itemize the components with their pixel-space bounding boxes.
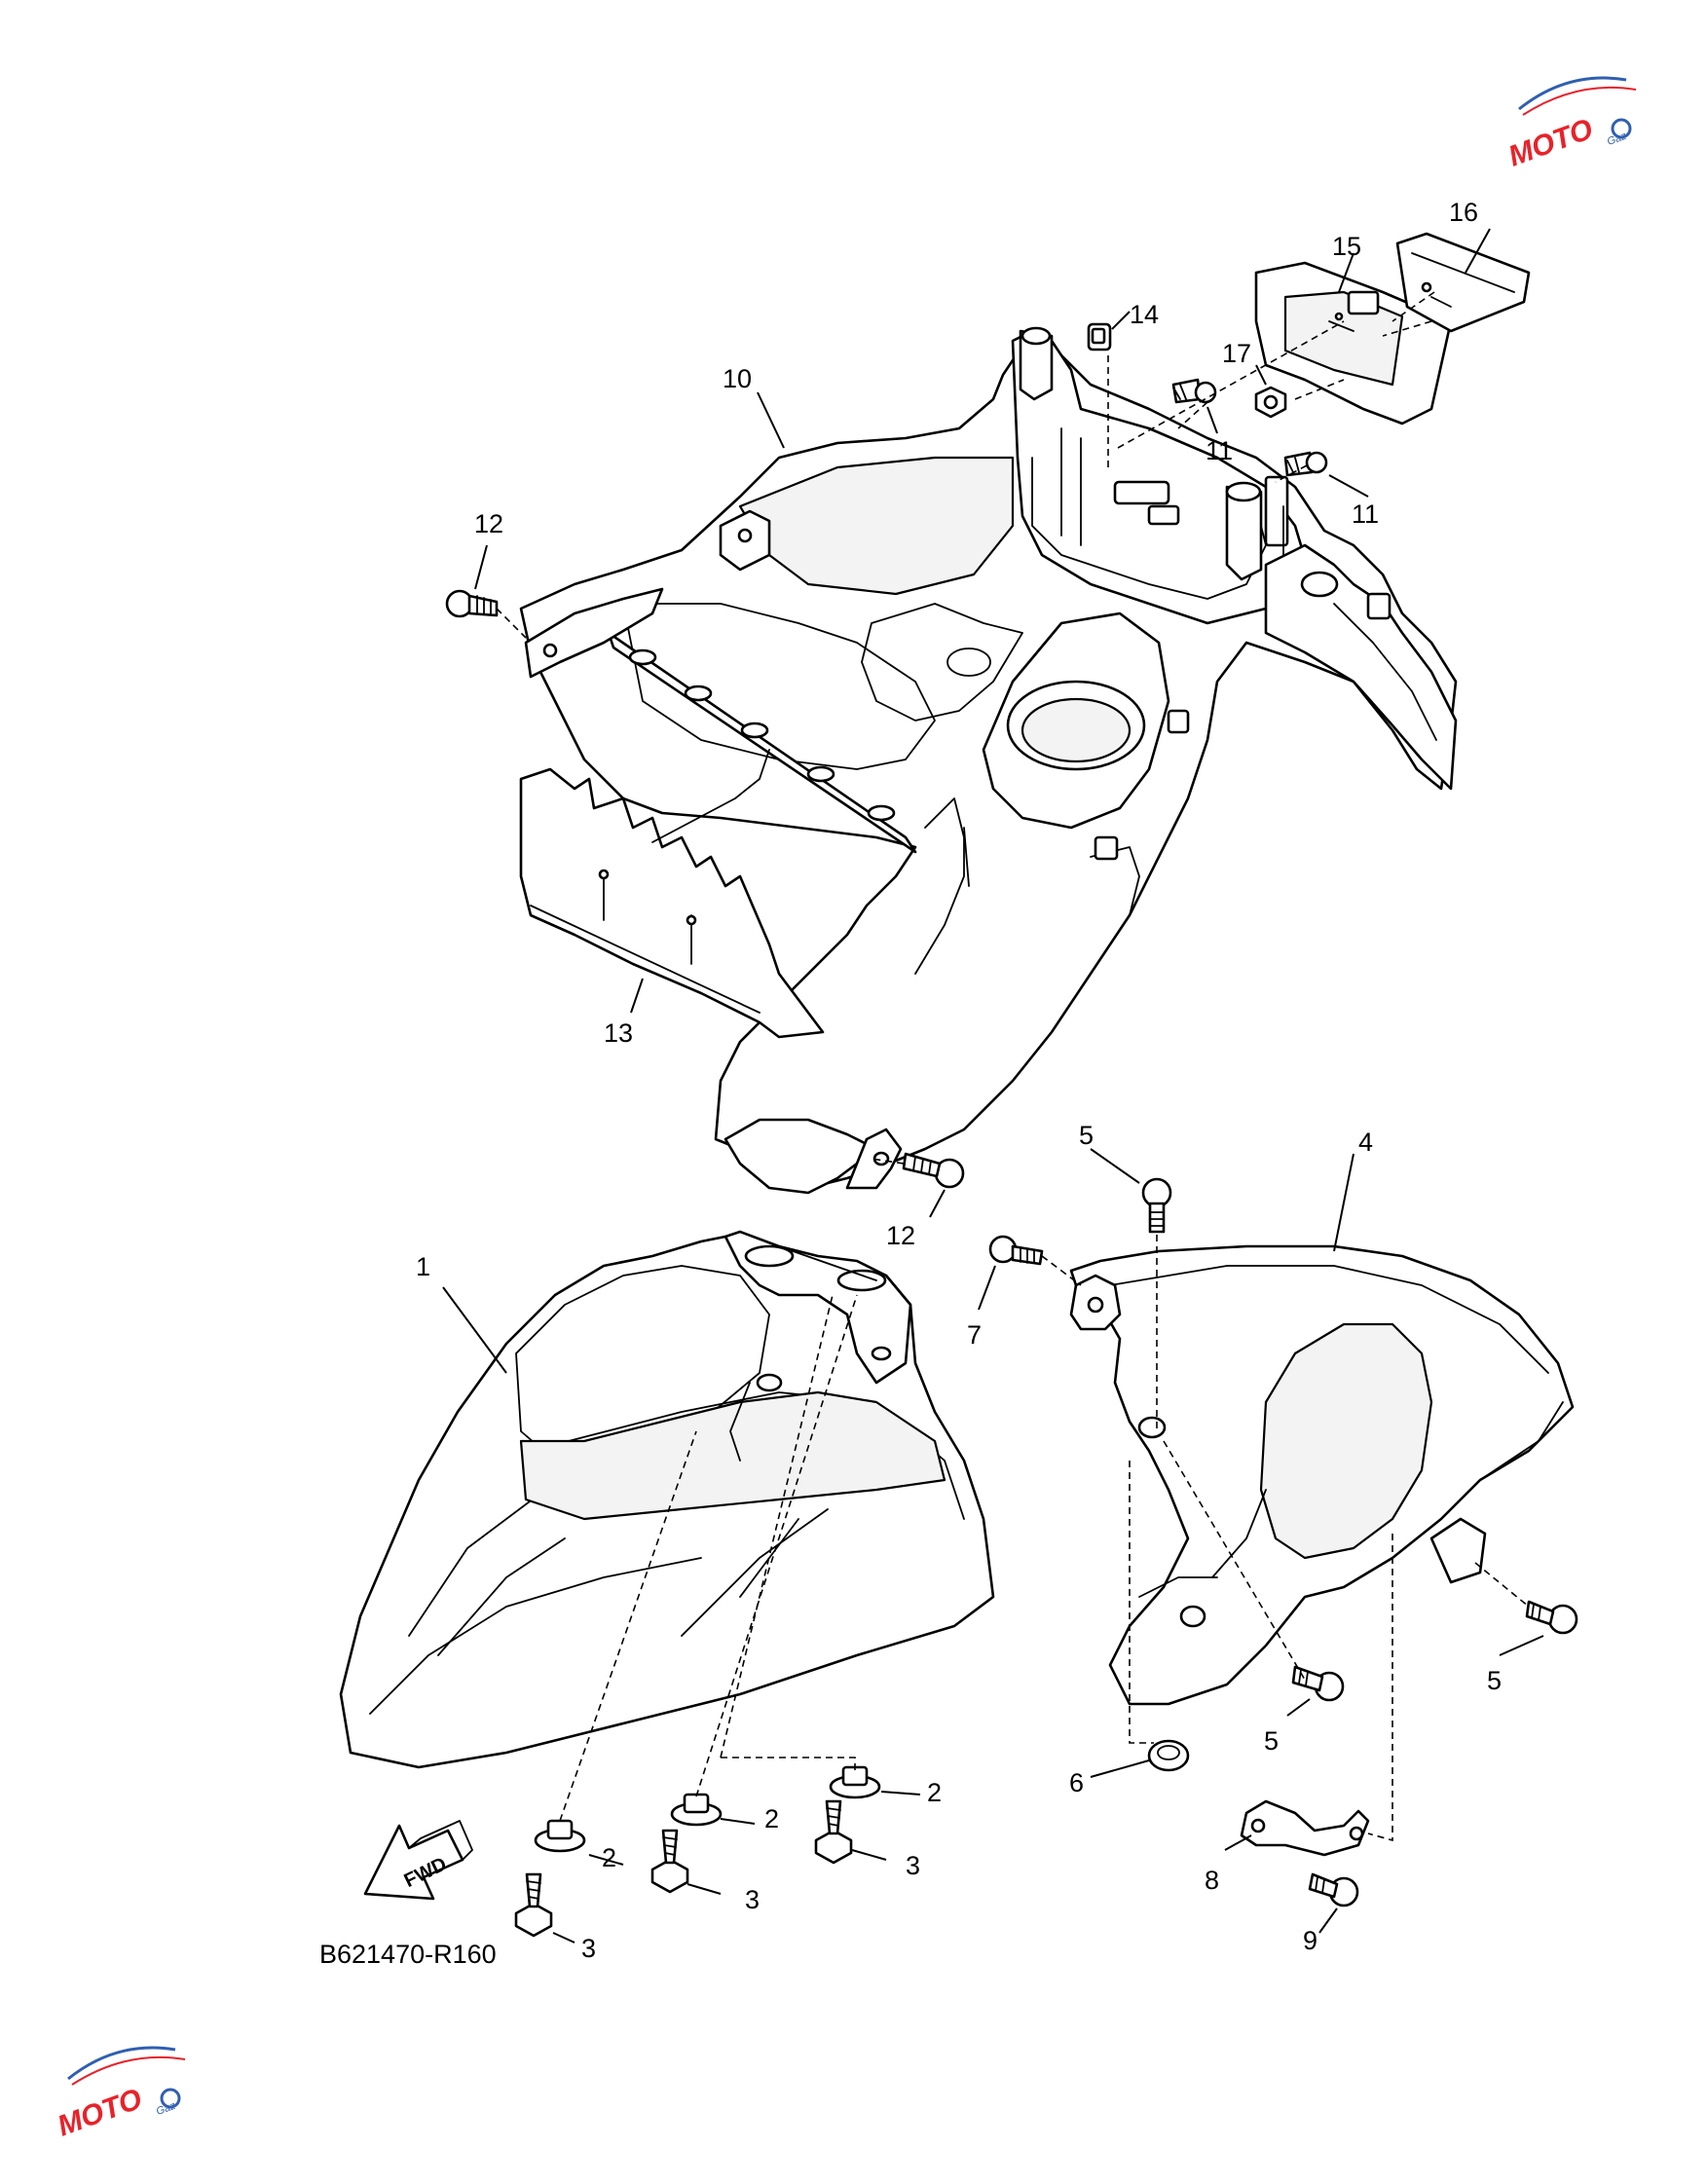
callout-2-c: 2 <box>927 1778 942 1807</box>
callout-6: 6 <box>1069 1768 1084 1797</box>
callout-14: 14 <box>1130 300 1159 329</box>
callout-8: 8 <box>1205 1866 1219 1895</box>
part-11-bolt-b <box>1283 451 1328 477</box>
callout-3-b: 3 <box>745 1885 760 1914</box>
callout-5-right: 5 <box>1487 1666 1502 1695</box>
callout-17: 17 <box>1222 339 1251 368</box>
part-2-nut-b <box>670 1793 723 1827</box>
callout-12-top: 12 <box>474 509 503 538</box>
diagram-code: B621470-R160 <box>319 1940 497 1969</box>
rear-inner-fender <box>519 326 1458 1195</box>
part-5-bolt-mid <box>1291 1665 1345 1702</box>
alignment-lines <box>496 291 1530 1842</box>
callout-15: 15 <box>1332 232 1361 261</box>
part-14-clip <box>1087 322 1112 352</box>
left-mount-tab <box>524 587 664 679</box>
callout-1: 1 <box>416 1252 430 1281</box>
part-8-bracket <box>1240 1799 1370 1857</box>
watermark-text: MOTO <box>1504 113 1597 173</box>
part-15-light-housing <box>1254 261 1453 426</box>
part-4-inner-fender <box>1069 1244 1575 1706</box>
flap-connector <box>651 749 770 843</box>
watermark-text: MOTO <box>54 2083 146 2143</box>
callout-11-a: 11 <box>1206 436 1233 465</box>
callout-12-lower: 12 <box>886 1221 915 1250</box>
part-9-bolt <box>1308 1872 1359 1907</box>
grommet-strip <box>607 631 917 854</box>
callout-labels: 1 2 2 2 3 3 3 4 5 5 5 6 7 8 9 10 11 11 1… <box>416 198 1502 1963</box>
callout-10: 10 <box>723 364 752 393</box>
callout-2-a: 2 <box>602 1843 616 1872</box>
part-11-bolt-a <box>1171 378 1217 404</box>
callout-16: 16 <box>1449 198 1478 227</box>
callout-5-mid: 5 <box>1264 1726 1279 1756</box>
part-6-grommet <box>1147 1739 1190 1772</box>
callout-11-b: 11 <box>1352 500 1379 529</box>
part-16-reflector <box>1395 232 1531 333</box>
callout-13: 13 <box>604 1018 633 1048</box>
part-3-screw-a <box>514 1872 553 1938</box>
callout-3-a: 3 <box>581 1934 596 1963</box>
part-5-bolt-top <box>1141 1177 1172 1234</box>
watermark-logo-bottom: MOTO Gaz <box>54 2046 186 2143</box>
callout-5-top: 5 <box>1079 1121 1094 1150</box>
part-3-screw-b <box>650 1829 689 1894</box>
watermark-logo-top: MOTO Gaz <box>1504 76 1637 173</box>
part-12-bolt-top <box>445 589 499 618</box>
watermark-subtext: Gaz <box>1606 130 1629 148</box>
leader-lines <box>442 228 1544 1943</box>
part-12-bolt-lower <box>902 1152 965 1189</box>
part-1-front-fender <box>339 1230 995 1769</box>
fwd-arrow-icon: FWD <box>363 1820 473 1901</box>
part-17-nut <box>1254 386 1287 419</box>
callout-4: 4 <box>1358 1128 1373 1157</box>
callout-7: 7 <box>967 1320 982 1350</box>
callout-3-c: 3 <box>906 1851 920 1880</box>
part-13-flap <box>519 767 825 1039</box>
callout-9: 9 <box>1303 1926 1317 1955</box>
watermark-subtext: Gaz <box>155 2100 178 2118</box>
part-2-nut-c <box>829 1765 881 1799</box>
callout-2-b: 2 <box>764 1804 779 1833</box>
part-7-bolt <box>988 1235 1044 1266</box>
part-3-screw-c <box>814 1799 853 1865</box>
part-5-bolt-right <box>1525 1600 1578 1635</box>
part-2-nut-a <box>534 1819 586 1853</box>
